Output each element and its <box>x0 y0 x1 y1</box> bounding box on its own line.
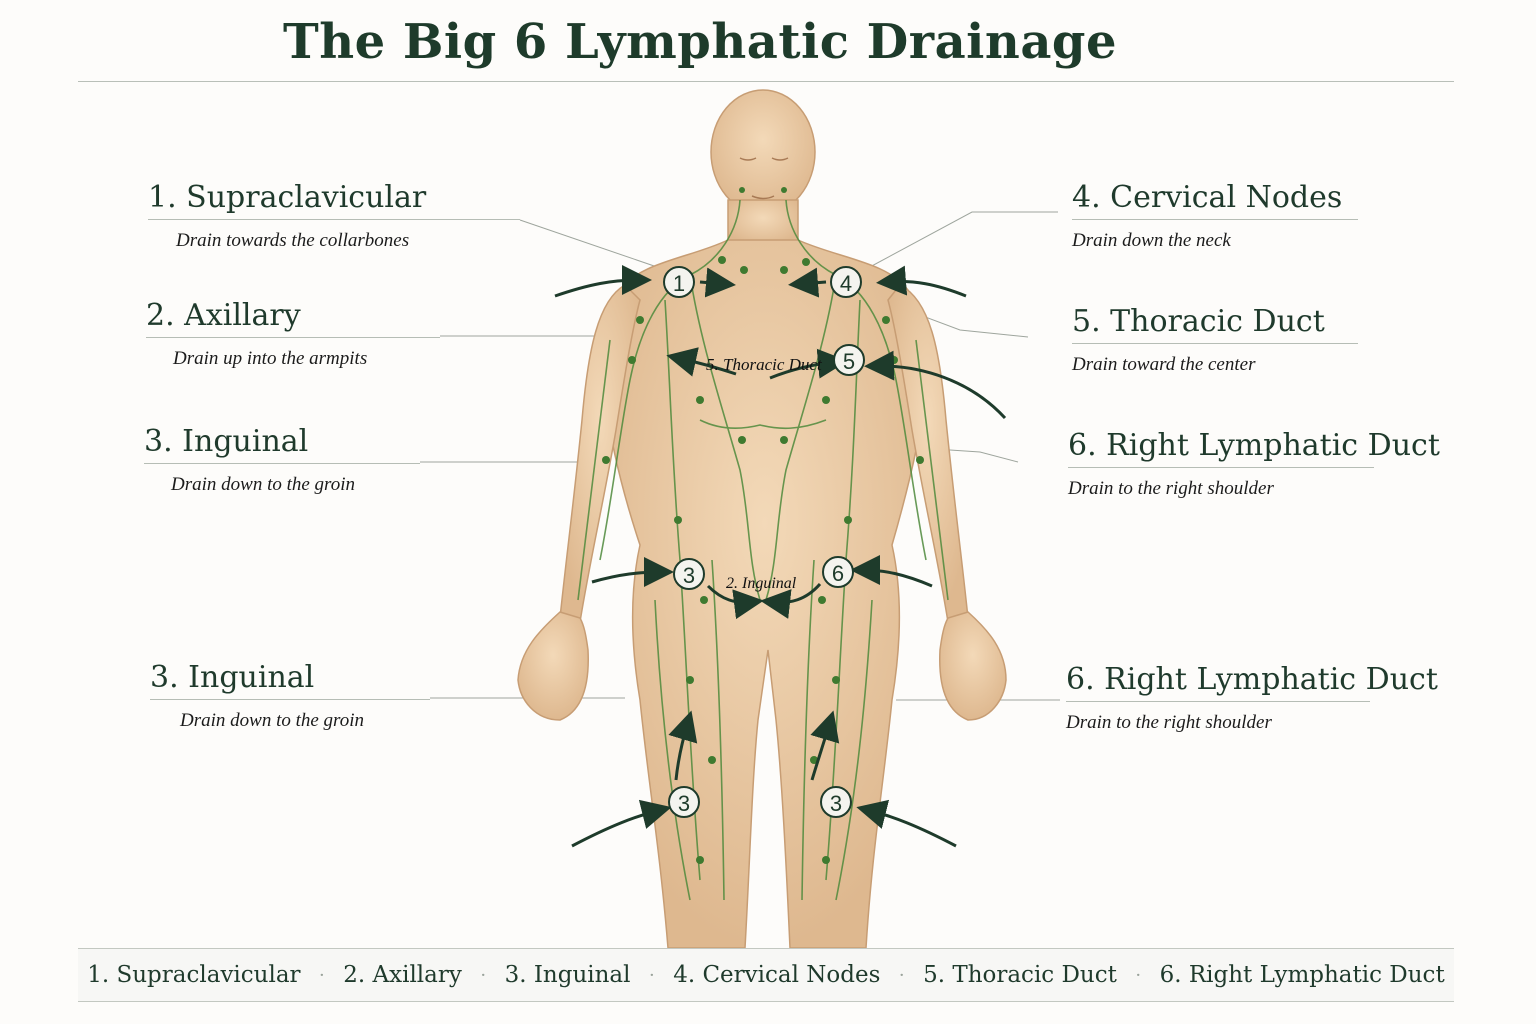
label-desc: Drain toward the center <box>1072 354 1256 375</box>
svg-text:3: 3 <box>830 791 842 816</box>
label-desc: Drain to the right shoulder <box>1068 478 1274 499</box>
svg-text:4: 4 <box>840 271 852 296</box>
label-right-lymphatic-duct-upper: 6. Right Lymphatic Duct Drain to the rig… <box>1068 428 1440 500</box>
label-name: 5. Thoracic Duct <box>1072 304 1358 344</box>
label-name: 1. Supraclavicular <box>148 180 520 220</box>
label-axillary: 2. Axillary Drain up into the armpits <box>146 298 440 370</box>
footer-item-inguinal: 3. Inguinal <box>504 962 631 988</box>
svg-text:3: 3 <box>683 563 695 588</box>
title-divider <box>78 81 1454 82</box>
label-name: 6. Right Lymphatic Duct <box>1068 428 1440 468</box>
footer-separator: · <box>319 964 325 986</box>
footer-item-right-lymphatic-duct: 6. Right Lymphatic Duct <box>1159 962 1445 988</box>
inline-label-thoracic: 5. Thoracic Duct <box>706 355 823 374</box>
footer-item-thoracic-duct: 5. Thoracic Duct <box>923 962 1117 988</box>
marker-6[interactable]: 6 <box>822 556 854 588</box>
svg-text:1: 1 <box>673 271 685 296</box>
lymphatic-network <box>577 199 949 901</box>
svg-text:6: 6 <box>832 561 844 586</box>
page-title: The Big 6 Lymphatic Drainage <box>282 14 1118 70</box>
marker-5[interactable]: 5 <box>833 344 865 376</box>
label-thoracic-duct: 5. Thoracic Duct Drain toward the center <box>1072 304 1358 376</box>
footer-legend: 1. Supraclavicular · 2. Axillary · 3. In… <box>78 948 1454 1002</box>
label-name: 3. Inguinal <box>150 660 430 700</box>
label-inguinal-upper: 3. Inguinal Drain down to the groin <box>144 424 420 496</box>
label-desc: Drain to the right shoulder <box>1066 712 1272 733</box>
footer-item-cervical-nodes: 4. Cervical Nodes <box>673 962 881 988</box>
label-right-lymphatic-duct-lower: 6. Right Lymphatic Duct Drain to the rig… <box>1066 662 1438 734</box>
label-name: 6. Right Lymphatic Duct <box>1066 662 1438 702</box>
footer-separator: · <box>648 964 655 986</box>
label-desc: Drain down to the groin <box>180 710 365 731</box>
marker-3-right-knee[interactable]: 3 <box>820 786 852 818</box>
footer-separator: · <box>898 964 905 986</box>
label-name: 4. Cervical Nodes <box>1072 180 1358 220</box>
inline-label-inguinal: 2. Inguinal <box>726 575 797 592</box>
marker-3-left-knee[interactable]: 3 <box>668 786 700 818</box>
marker-4[interactable]: 4 <box>830 266 862 298</box>
label-desc: Drain down to the groin <box>171 474 356 495</box>
body-silhouette <box>517 89 1007 948</box>
footer-separator: · <box>480 964 487 986</box>
body-figure: 1 4 5 3 6 3 3 5. Thoracic Duct 2. Inguin… <box>420 89 1060 948</box>
drainage-arrows <box>554 265 1007 848</box>
label-desc: Drain up into the armpits <box>173 348 368 369</box>
marker-3-left-groin[interactable]: 3 <box>673 558 705 590</box>
label-inguinal-lower: 3. Inguinal Drain down to the groin <box>150 660 430 732</box>
lymph-nodes <box>602 187 924 864</box>
label-desc: Drain towards the collarbones <box>176 230 410 251</box>
marker-1[interactable]: 1 <box>663 266 695 298</box>
label-cervical-nodes: 4. Cervical Nodes Drain down the neck <box>1072 180 1358 252</box>
label-name: 3. Inguinal <box>144 424 420 464</box>
footer-separator: · <box>1135 964 1142 986</box>
footer-item-supraclavicular: 1. Supraclavicular <box>87 962 301 988</box>
label-desc: Drain down the neck <box>1072 230 1231 251</box>
svg-text:3: 3 <box>678 791 690 816</box>
footer-item-axillary: 2. Axillary <box>343 962 462 988</box>
svg-text:5: 5 <box>843 349 855 374</box>
label-supraclavicular: 1. Supraclavicular Drain towards the col… <box>148 180 520 252</box>
label-name: 2. Axillary <box>146 298 440 338</box>
